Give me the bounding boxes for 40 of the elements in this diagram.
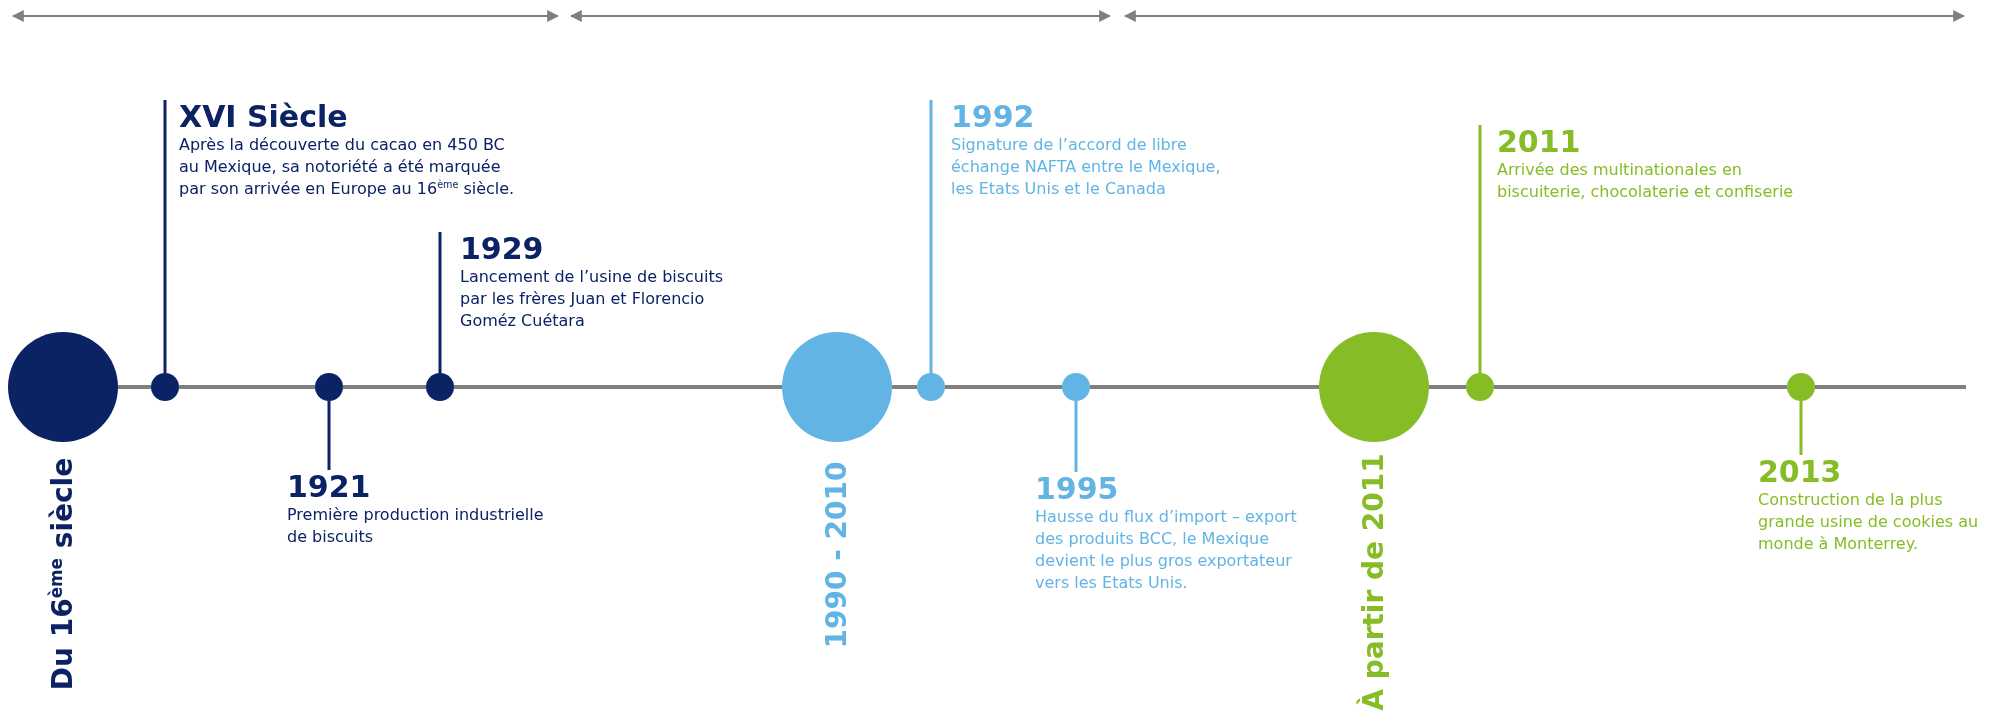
timeline-line: [945, 385, 1062, 389]
era-label: À partir de 2011: [1357, 453, 1391, 711]
event-date: 1995: [1035, 472, 1120, 506]
event-date: 2013: [1758, 455, 1843, 489]
timeline-line: [343, 385, 426, 389]
event-description: Lancement de l’usine de biscuits par les frères Juan et Florencio Goméz Cuétara: [460, 266, 725, 332]
leader-line: [1799, 401, 1803, 455]
timeline-line: [892, 385, 917, 389]
leader-line: [438, 232, 442, 373]
timeline-dot: [1062, 373, 1090, 401]
event-description: Après la découverte du cacao en 450 BC au Mexique, sa notoriété a été marquée par son arrivée en Europe au 16$^{ème}$ siècle.: [179, 134, 516, 200]
leader-line: [1478, 125, 1482, 373]
timeline-line: [1815, 385, 1966, 389]
timeline-dot: [426, 373, 454, 401]
event-date: 1929: [460, 232, 545, 266]
event-description: Construction de la plus grande usine de cookies au monde à Monterrey.: [1758, 489, 1980, 555]
timeline-line: [1090, 385, 1319, 389]
timeline-dot: [315, 373, 343, 401]
timeline-dot: [1466, 373, 1494, 401]
timeline-line: [454, 385, 782, 389]
event-date: 2011: [1497, 125, 1582, 159]
event-description: Hausse du flux d’import – export des produits BCC, le Mexique devient le plus gros exportateur vers les Etats Unis.: [1035, 506, 1298, 594]
timeline-dot: [1787, 373, 1815, 401]
timeline-dot: [151, 373, 179, 401]
leader-line: [327, 401, 331, 470]
event-description: Arrivée des multinationales en biscuiterie, chocolaterie et confiserie: [1497, 159, 1795, 203]
leader-line: [163, 100, 167, 373]
leader-line: [929, 100, 933, 373]
timeline-line: [1429, 385, 1466, 389]
event-date: 1992: [951, 100, 1036, 134]
era-label: 1990 - 2010: [820, 461, 854, 649]
event-date: 1921: [287, 470, 372, 504]
timeline-line: [1494, 385, 1787, 389]
event-description: Signature de l’accord de libre échange NAFTA entre le Mexique, les Etats Unis et le Canada: [951, 134, 1222, 200]
event-date: XVI Siècle: [179, 100, 349, 134]
timeline-line: [179, 385, 315, 389]
timeline-dot: [917, 373, 945, 401]
timeline-line: [118, 385, 151, 389]
event-description: Première production industrielle de biscuits: [287, 504, 545, 548]
leader-line: [1074, 401, 1078, 472]
